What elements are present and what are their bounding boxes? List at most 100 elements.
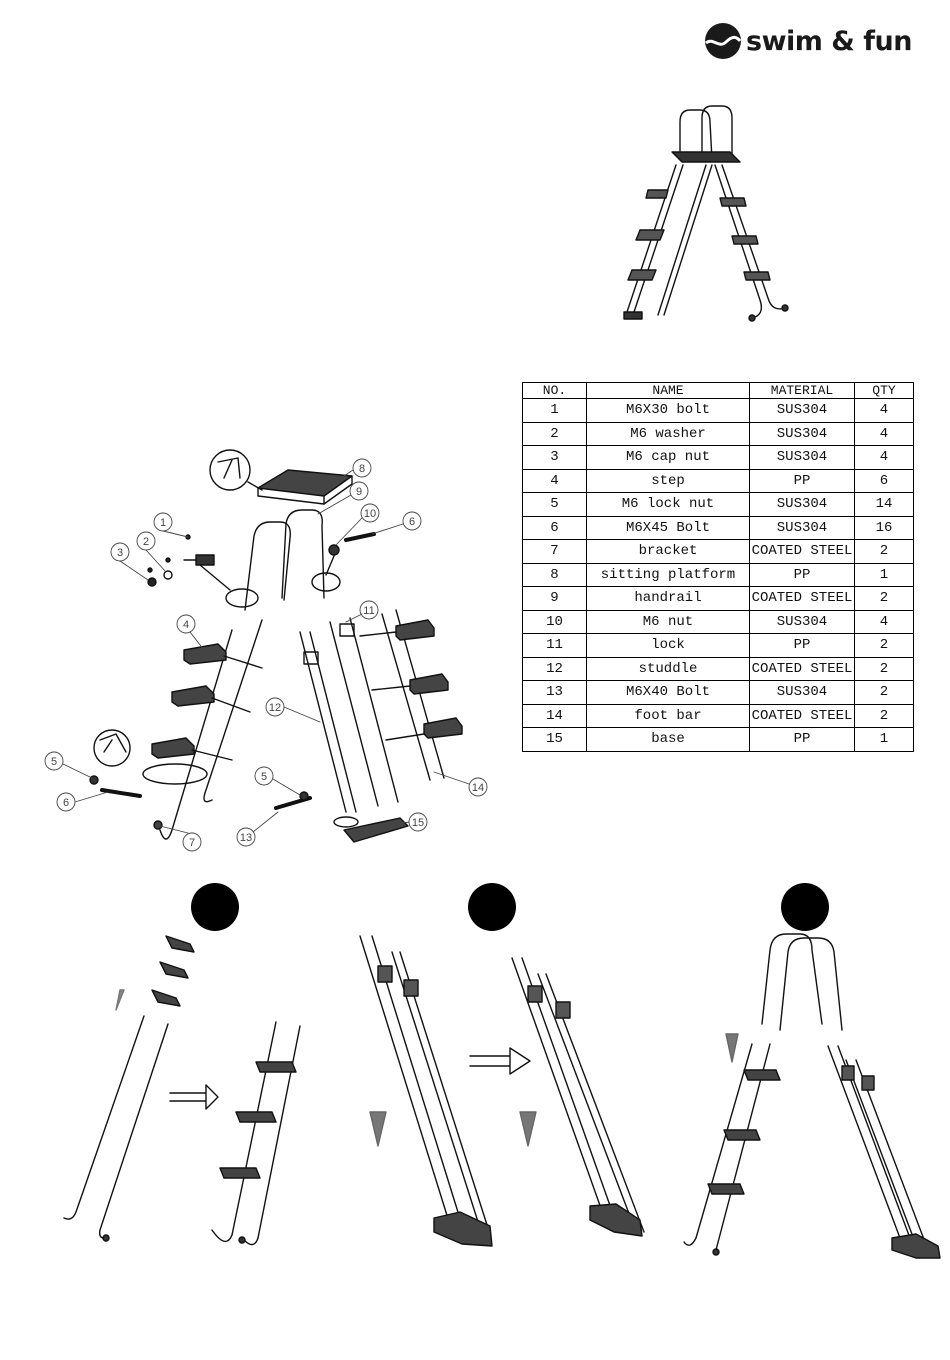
- brand-logo: swim & fun: [704, 22, 912, 60]
- cell-name: base: [586, 727, 750, 752]
- cell-name: M6X40 Bolt: [586, 680, 750, 705]
- callout-label: 11: [363, 605, 374, 617]
- cell-name: handrail: [586, 586, 750, 611]
- cell-no: 10: [522, 609, 587, 634]
- exploded-view-diagram: [89, 449, 463, 843]
- cell-name: M6 washer: [586, 421, 750, 446]
- header-no: NO.: [522, 382, 587, 399]
- cell-qty: 2: [854, 633, 914, 658]
- cell-qty: 2: [854, 703, 914, 728]
- cell-material: COATED STEEL: [749, 703, 855, 728]
- cell-name: step: [586, 468, 750, 493]
- callout-label: 2: [143, 536, 149, 548]
- callout-label: 3: [117, 547, 123, 559]
- cell-qty: 2: [854, 539, 914, 564]
- cell-material: COATED STEEL: [749, 656, 855, 681]
- cell-no: 5: [522, 492, 587, 517]
- cell-no: 8: [522, 562, 587, 587]
- header-qty: QTY: [854, 382, 914, 399]
- cell-material: PP: [749, 633, 855, 658]
- cell-name: M6X45 Bolt: [586, 515, 750, 540]
- callout-label: 15: [412, 817, 424, 829]
- assembly-step-3-illustration: [683, 933, 941, 1259]
- cell-material: SUS304: [749, 492, 855, 517]
- assembled-ladder-illustration: [623, 105, 789, 322]
- cell-qty: 4: [854, 398, 914, 423]
- cell-name: studdle: [586, 656, 750, 681]
- callout-label: 4: [183, 619, 189, 631]
- exploded-view-callouts: 1 2 3 4 5 6 7 8 9 10 11 12 13 14 15 5 6: [51, 463, 484, 849]
- cell-material: PP: [749, 468, 855, 493]
- callout-label: 13: [240, 832, 252, 844]
- cell-no: 1: [522, 398, 587, 423]
- assembly-step-1-illustration: [63, 935, 301, 1246]
- cell-material: PP: [749, 727, 855, 752]
- cell-qty: 2: [854, 680, 914, 705]
- table-header-row: NO. NAME MATERIAL QTY: [522, 382, 914, 399]
- cell-no: 7: [522, 539, 587, 564]
- cell-name: foot bar: [586, 703, 750, 728]
- cell-no: 4: [522, 468, 587, 493]
- cell-no: 12: [522, 656, 587, 681]
- cell-no: 9: [522, 586, 587, 611]
- callout-label: 9: [356, 486, 362, 498]
- callout-label: 5: [51, 756, 57, 768]
- callout-label: 5: [261, 771, 267, 783]
- cell-name: M6X30 bolt: [586, 398, 750, 423]
- cell-material: SUS304: [749, 609, 855, 634]
- cell-qty: 2: [854, 586, 914, 611]
- callout-label: 8: [359, 463, 365, 475]
- cell-no: 3: [522, 445, 587, 470]
- cell-qty: 16: [854, 515, 914, 540]
- cell-name: sitting platform: [586, 562, 750, 587]
- header-name: NAME: [586, 382, 750, 399]
- cell-material: SUS304: [749, 445, 855, 470]
- logo-wave-icon: [705, 23, 742, 59]
- step-marker-2: [468, 883, 516, 931]
- cell-no: 13: [522, 680, 587, 705]
- cell-material: PP: [749, 562, 855, 587]
- callout-label: 6: [409, 516, 415, 528]
- assembly-step-2-illustration: [359, 935, 645, 1247]
- cell-qty: 1: [854, 727, 914, 752]
- callout-label: 12: [269, 702, 281, 714]
- cell-name: lock: [586, 633, 750, 658]
- cell-qty: 1: [854, 562, 914, 587]
- cell-material: COATED STEEL: [749, 586, 855, 611]
- cell-no: 15: [522, 727, 587, 752]
- cell-qty: 6: [854, 468, 914, 493]
- cell-name: M6 cap nut: [586, 445, 750, 470]
- callout-label: 10: [364, 508, 376, 520]
- cell-name: M6 lock nut: [586, 492, 750, 517]
- cell-name: bracket: [586, 539, 750, 564]
- cell-material: SUS304: [749, 515, 855, 540]
- cell-no: 2: [522, 421, 587, 446]
- callout-label: 1: [160, 517, 166, 529]
- step-marker-3: [781, 883, 829, 931]
- cell-material: SUS304: [749, 398, 855, 423]
- cell-qty: 2: [854, 656, 914, 681]
- cell-no: 6: [522, 515, 587, 540]
- cell-qty: 4: [854, 445, 914, 470]
- cell-qty: 14: [854, 492, 914, 517]
- cell-no: 11: [522, 633, 587, 658]
- cell-material: COATED STEEL: [749, 539, 855, 564]
- cell-qty: 4: [854, 609, 914, 634]
- callout-label: 7: [189, 837, 195, 849]
